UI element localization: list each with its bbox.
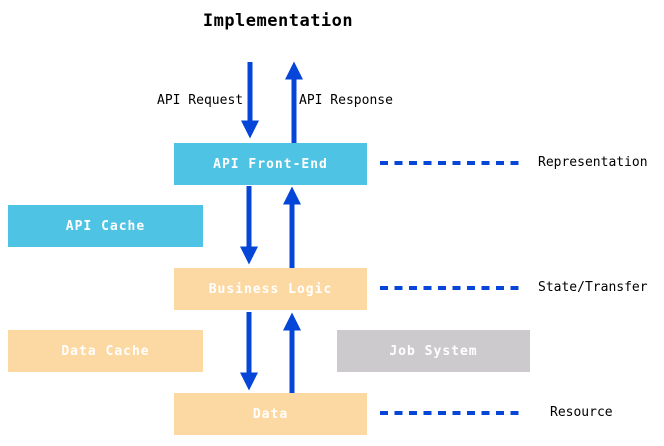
node-data: Data xyxy=(174,393,367,435)
layer-label-state-transfer: State/Transfer xyxy=(538,280,648,295)
api-request-label: API Request xyxy=(157,93,244,108)
node-business-logic: Business Logic xyxy=(174,268,367,310)
node-job-system: Job System xyxy=(337,330,530,372)
node-api-cache: API Cache xyxy=(8,205,203,247)
layer-label-resource: Resource xyxy=(550,405,613,420)
diagram-title: Implementation xyxy=(202,11,354,31)
node-api-front-end: API Front-End xyxy=(174,143,367,185)
api-response-label: API Response xyxy=(299,93,393,108)
node-data-cache: Data Cache xyxy=(8,330,203,372)
layer-label-representation: Representation xyxy=(538,155,648,170)
